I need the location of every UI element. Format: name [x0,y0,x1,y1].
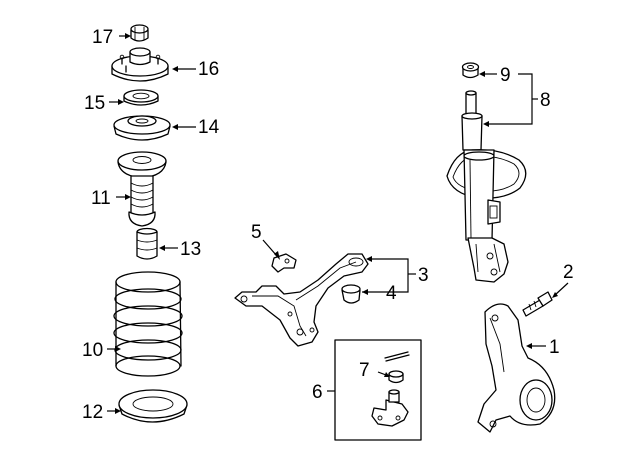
callout-2: 2 [563,262,574,283]
callout-16: 16 [198,59,219,80]
part-17-nut [130,24,149,42]
callout-9: 9 [500,65,511,86]
part-1-steering-knuckle [477,303,556,433]
callout-8: 8 [540,90,551,111]
callout-11: 11 [91,188,111,209]
callout-13: 13 [180,239,201,260]
callout-3: 3 [418,265,429,286]
callout-12: 12 [82,402,103,423]
callout-15: 15 [84,93,105,114]
part-13-bump-stopper [136,227,158,260]
part-7-cotter-pin-nut [384,351,410,384]
part-16-upper-support [111,47,169,82]
callout-4: 4 [386,283,397,304]
part-8-strut [446,90,527,283]
part-12-lower-insulator [118,389,188,423]
part-2-bolt [522,291,553,317]
part-5-bracket [271,253,297,273]
part-15-bearing [123,89,159,106]
callout-17: 17 [92,27,113,48]
part-11-insulator-boot [117,151,167,227]
callout-7: 7 [359,360,370,381]
callout-1: 1 [549,337,560,358]
callout-14: 14 [198,117,220,138]
callout-5: 5 [251,222,262,243]
part-4-bushing [341,284,361,304]
callout-6: 6 [312,382,323,403]
part-3-lower-arm [234,253,369,347]
ball-joint [371,389,409,427]
part-14-spring-seat [113,115,171,141]
part-6-kit-box [334,339,422,441]
part-9-nut [461,62,480,79]
part-10-coil-spring [113,271,183,377]
callout-10: 10 [82,340,103,361]
